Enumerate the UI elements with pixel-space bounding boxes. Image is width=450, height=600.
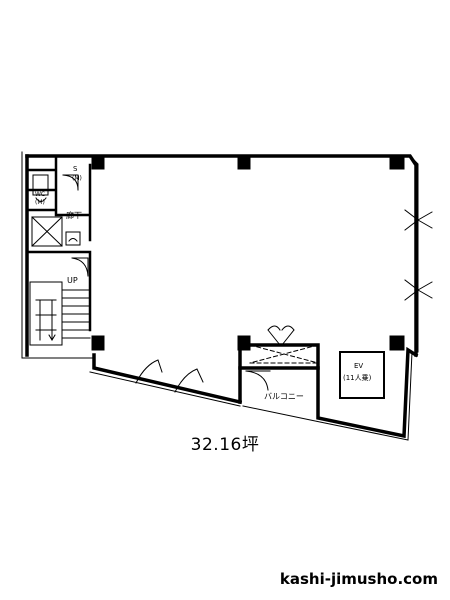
pillar — [389, 335, 405, 351]
pillar — [389, 154, 405, 170]
pillar — [91, 335, 105, 351]
core-hatch — [249, 344, 319, 364]
exterior-wall-south-outer — [89, 371, 241, 407]
shaft-box — [31, 216, 63, 247]
site-credit: kashi-jimusho.com — [279, 570, 438, 588]
service-core-partition — [25, 154, 92, 332]
pillar — [237, 154, 251, 170]
pillar — [237, 335, 251, 351]
sink-fixture — [65, 231, 81, 246]
corridor-label: 廊下 — [66, 210, 82, 220]
staircase — [29, 281, 91, 346]
east-window — [404, 209, 433, 231]
pillar — [91, 154, 105, 170]
wc-sub-label: (M) — [35, 199, 45, 206]
elevator-shaft — [339, 351, 385, 399]
corridor-door — [71, 257, 89, 277]
wc-label: WC — [35, 191, 45, 198]
exterior-wall — [25, 154, 418, 357]
exterior-wall-west-outer — [21, 151, 95, 359]
elevator-capacity-label: (11人乗) — [343, 373, 372, 382]
exterior-wall-south — [92, 353, 243, 405]
east-window — [404, 279, 433, 301]
core-door — [267, 325, 295, 346]
balcony-label: バルコニー — [264, 392, 304, 401]
elevator-label: EV — [354, 362, 363, 370]
storage-label: S — [73, 165, 78, 173]
storage-sub-label: (M) — [72, 175, 82, 182]
stairs-arrow — [39, 299, 56, 341]
wc-fixture — [32, 174, 49, 202]
storage-door — [62, 174, 79, 191]
south-door — [135, 359, 163, 384]
core-wall-south-outer — [242, 351, 413, 441]
balcony-door — [245, 370, 271, 391]
floor-area-label: 32.16坪 — [190, 435, 260, 455]
exterior-wall-east-outer — [409, 155, 419, 353]
stairs-up-label: UP — [67, 276, 78, 285]
south-door — [174, 368, 204, 393]
